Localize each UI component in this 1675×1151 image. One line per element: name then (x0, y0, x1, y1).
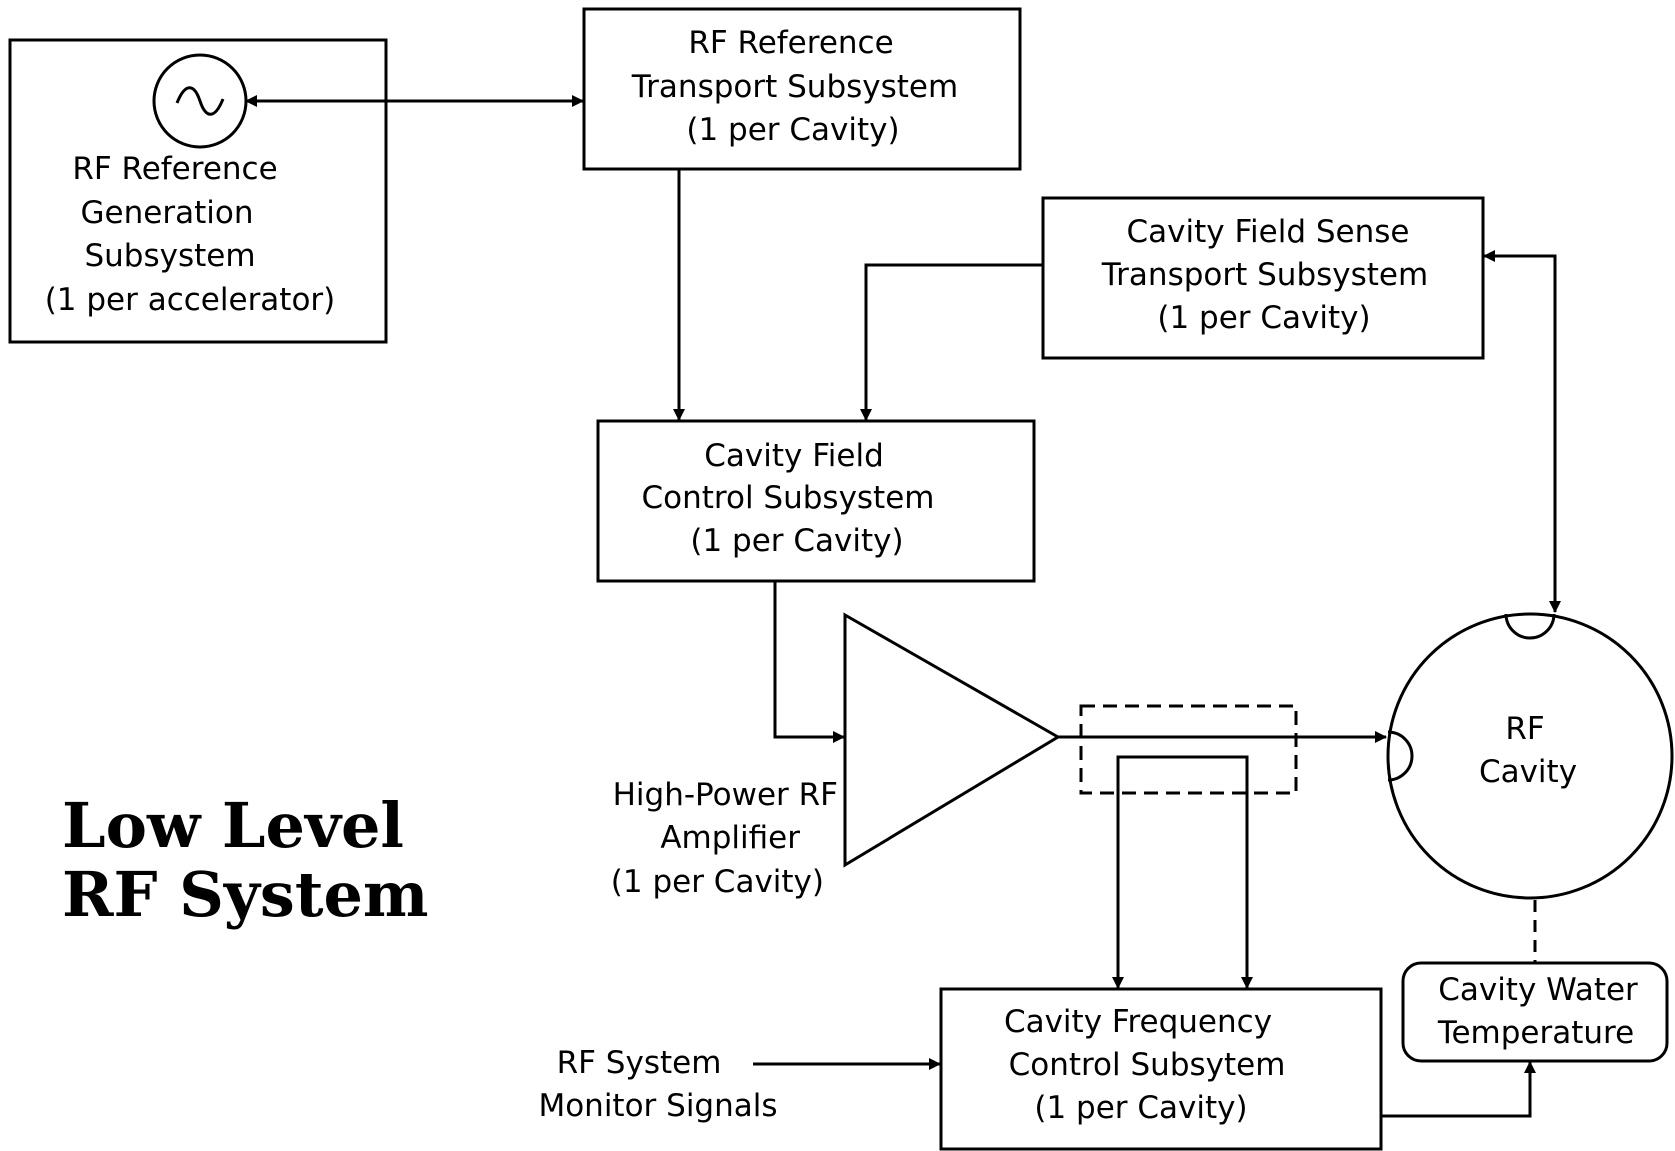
rf-cavity-line-2: Cavity (1479, 754, 1577, 790)
cavity-input-coupler-icon (1387, 730, 1414, 782)
rf-cavity-circle (1386, 612, 1674, 900)
frequency-control-line-1: Cavity Frequency (1004, 1004, 1272, 1040)
water-temperature-line-2: Temperature (1437, 1015, 1634, 1051)
frequency-control-to-water-arrow (1382, 1061, 1536, 1118)
monitor-signals-line-1: RF System (557, 1045, 722, 1081)
diagram-title-line-2: RF System (62, 858, 429, 931)
field-sense-transport-line-2: Transport Subsystem (1101, 257, 1428, 293)
sine-wave-source-icon (152, 53, 248, 149)
ref-generation-line-3: Subsystem (84, 238, 255, 274)
control-to-amplifier-arrow (773, 582, 845, 743)
cavity-pickup-probe-icon (1504, 613, 1556, 640)
monitor-signals-label: RF System Monitor Signals (538, 1045, 777, 1124)
ref-generation-line-1: RF Reference (72, 151, 277, 187)
field-sense-transport-line-3: (1 per Cavity) (1157, 300, 1370, 336)
ref-transport-block: RF Reference Transport Subsystem (1 per … (582, 7, 1022, 171)
amplifier-line-3: (1 per Cavity) (611, 864, 824, 900)
rf-cavity-block: RF Cavity (1386, 612, 1674, 900)
rf-cavity-line-1: RF (1505, 711, 1544, 747)
frequency-control-line-3: (1 per Cavity) (1034, 1090, 1247, 1126)
monitor-signals-line-2: Monitor Signals (538, 1088, 777, 1124)
ref-transport-line-3: (1 per Cavity) (686, 112, 899, 148)
water-temperature-block: Cavity Water Temperature (1401, 961, 1669, 1063)
diagram-title-line-1: Low Level (62, 789, 404, 862)
ref-generation-block: RF Reference Generation Subsystem (1 per… (8, 38, 388, 344)
sense-to-control-arrow (860, 263, 1043, 421)
ref-transport-box (582, 7, 1022, 171)
sense-to-cavity-arrow (1483, 250, 1561, 613)
coupler-to-frequency-control-arrows (1112, 755, 1253, 989)
amplifier-line-2: Amplifier (660, 820, 800, 856)
directional-coupler-icon (1079, 704, 1298, 795)
field-control-block: Cavity Field Control Subsystem (1 per Ca… (596, 419, 1036, 583)
ref-transport-line-2: Transport Subsystem (631, 69, 958, 105)
water-temperature-line-1: Cavity Water (1438, 972, 1638, 1008)
field-control-box (596, 419, 1036, 583)
field-sense-transport-block: Cavity Field Sense Transport Subsystem (… (1041, 196, 1485, 360)
amplifier-line-1: High-Power RF (613, 777, 838, 813)
field-sense-transport-line-1: Cavity Field Sense (1127, 214, 1410, 250)
amplifier-triangle-icon (843, 612, 1061, 868)
ref-generation-line-4: (1 per accelerator) (45, 282, 336, 318)
ref-transport-line-1: RF Reference (688, 25, 893, 61)
frequency-control-block: Cavity Frequency Control Subsytem (1 per… (939, 987, 1383, 1151)
ref-generation-line-2: Generation (81, 195, 254, 231)
frequency-control-box (939, 987, 1383, 1151)
amplifier-block: High-Power RF Amplifier (1 per Cavity) (611, 612, 1061, 900)
field-sense-transport-box (1041, 196, 1485, 360)
frequency-control-line-2: Control Subsytem (1009, 1047, 1286, 1083)
field-control-line-3: (1 per Cavity) (690, 523, 903, 559)
field-control-line-2: Control Subsystem (642, 480, 935, 516)
field-control-line-1: Cavity Field (704, 438, 884, 474)
